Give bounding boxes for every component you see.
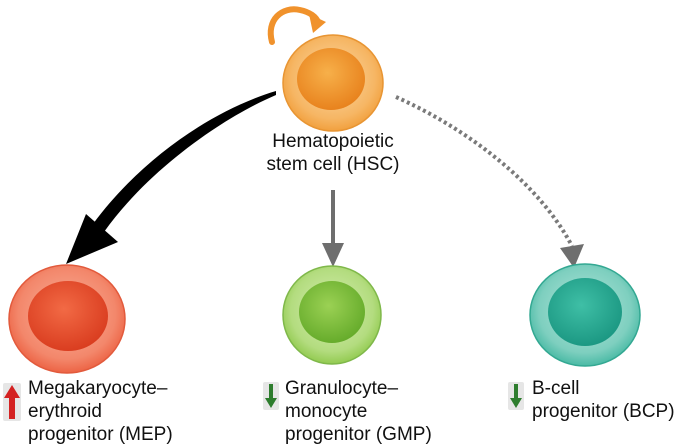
mep-label-line2: erythroid — [28, 401, 102, 422]
arrow-hsc-to-mep — [66, 91, 276, 264]
bcp-label-line2: progenitor (BCP) — [532, 401, 675, 422]
mep-cell — [8, 264, 126, 374]
hsc-label: Hematopoietic stem cell (HSC) — [258, 130, 408, 176]
self-renewal-arrow — [267, 6, 326, 45]
bcp-cell — [529, 263, 641, 367]
mep-label-line3: progenitor (MEP) — [28, 424, 173, 445]
down-arrow-icon — [510, 384, 522, 408]
bcp-trend-indicator — [508, 382, 524, 410]
mep-trend-indicator — [3, 383, 21, 421]
gmp-label-line2: monocyte — [285, 401, 368, 422]
gmp-trend-indicator — [263, 382, 279, 410]
up-arrow-icon — [4, 385, 20, 419]
gmp-label-line3: progenitor (GMP) — [285, 424, 432, 445]
bcp-label: B-cell progenitor (BCP) — [532, 377, 675, 423]
mep-label: Megakaryocyte– erythroid progenitor (MEP… — [28, 377, 173, 446]
gmp-label-line1: Granulocyte– — [285, 378, 399, 399]
arrow-hsc-to-gmp — [322, 190, 344, 267]
hsc-label-line1: Hematopoietic — [272, 131, 394, 152]
hsc-cell — [282, 34, 384, 132]
hsc-label-line2: stem cell (HSC) — [266, 154, 400, 175]
gmp-cell — [282, 265, 382, 365]
arrow-hsc-to-bcp — [395, 95, 584, 268]
down-arrow-icon — [265, 384, 277, 408]
mep-label-line1: Megakaryocyte– — [28, 378, 168, 399]
gmp-label: Granulocyte– monocyte progenitor (GMP) — [285, 377, 432, 446]
bcp-label-line1: B-cell — [532, 378, 580, 399]
